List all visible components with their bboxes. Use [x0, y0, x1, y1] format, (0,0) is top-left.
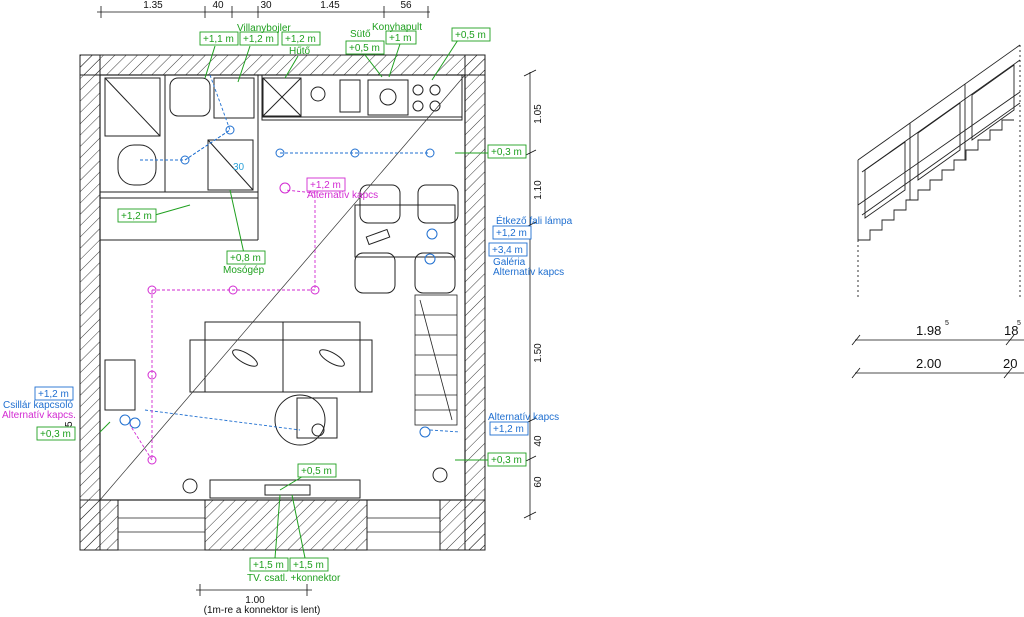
label-bojler-height-2: +1,2 m [243, 34, 274, 45]
label-socket-right-bottom: +0,3 m [491, 455, 522, 466]
label-alt-right-height: +1,2 m [493, 424, 524, 435]
dim-right-3: 1.50 [533, 343, 544, 363]
label-corner-socket-height: +0,5 m [455, 30, 486, 41]
label-galeria-height: +3,4 m [492, 245, 523, 256]
label-konyhapult: Konyhapult [372, 22, 422, 33]
label-bath-30: 30 [233, 162, 245, 173]
label-etkezo-lampa: Étkező fali lámpa [496, 214, 573, 227]
label-etkezo-height: +1,2 m [496, 228, 527, 239]
stair-dim-3: 2.00 [916, 356, 941, 371]
magenta-tag [306, 177, 346, 192]
label-bath-height: +1,2 m [121, 211, 152, 222]
dim-top-4: 1.45 [320, 0, 340, 11]
label-suto-height: +0,5 m [349, 43, 380, 54]
label-suto: Sütő [350, 29, 371, 40]
dim-top-5: 56 [400, 0, 412, 11]
label-socket-right-top: +0,3 m [491, 147, 522, 158]
stair-dim-1-sup: 5 [945, 320, 949, 327]
label-huto: Hűtő [289, 46, 311, 57]
bathroom-partitions [100, 75, 259, 241]
label-tv-socket: TV. csatl. +konnektor [247, 573, 341, 584]
windows [117, 499, 441, 551]
stair-dim-4: 20 [1003, 356, 1017, 371]
kitchen-counter [261, 74, 463, 121]
label-alt-right: Alternatív kapcs [488, 412, 559, 423]
dim-bottom-value: 1.00 [245, 595, 265, 606]
dim-right-5: 60 [533, 476, 544, 488]
dim-right-4: 40 [533, 435, 544, 447]
dim-top-3: 30 [260, 0, 272, 11]
magenta-circuit-lines [129, 189, 316, 462]
sofa [189, 321, 373, 393]
label-alt-top-height: +1,2 m [310, 180, 341, 191]
blue-circuit-lines [140, 74, 461, 433]
building-walls [79, 54, 486, 551]
stair-dim-2-sup: 5 [1017, 320, 1021, 327]
dim-right-1: 1.05 [533, 104, 544, 124]
label-tv-height-2: +1,5 m [293, 560, 324, 571]
right-dimension-line [523, 69, 537, 520]
label-socket-tv-top: +0,5 m [301, 466, 332, 477]
blue-tags [34, 225, 532, 436]
label-villanybojler: Villanybojler [237, 23, 291, 34]
staircase-plan [414, 294, 458, 426]
label-tv-height-1: +1,5 m [253, 560, 284, 571]
blue-fixtures [119, 125, 438, 438]
stair-section-dimensions [851, 334, 1024, 379]
dim-bottom-note: (1m-re a konnektor is lent) [204, 605, 321, 616]
magenta-fixtures [147, 182, 320, 465]
label-huto-height: +1,2 m [285, 34, 316, 45]
dim-top-1: 1.35 [143, 0, 163, 11]
label-galeria-alternativ: Alternatív kapcs [493, 267, 564, 278]
label-chandelier-switch: Csillár kapcsoló [3, 400, 73, 411]
stair-section-drawing [857, 44, 1021, 300]
label-mosogep: Mosógép [223, 265, 265, 276]
green-tags [36, 27, 527, 572]
label-mosogep-height: +0,8 m [230, 253, 261, 264]
label-konyhapult-height: +1 m [389, 33, 412, 44]
bottom-dimension-line [196, 584, 312, 596]
label-alt-top: Alternatív kapcs [307, 190, 378, 201]
dim-top-2: 40 [212, 0, 224, 11]
section-diagonal [99, 74, 466, 501]
label-bojler-height-1: +1,1 m [203, 34, 234, 45]
label-galeria: Galéria [493, 257, 526, 268]
label-chandelier-height: +1,2 m [38, 389, 69, 400]
dim-right-2: 1.10 [533, 180, 544, 200]
top-dimension-line [97, 6, 430, 18]
stair-dim-1: 1.98 [916, 323, 941, 338]
stair-dim-2: 18 [1004, 323, 1018, 338]
green-leader-lines [99, 39, 488, 559]
label-socket-left: +0,3 m [40, 429, 71, 440]
coffee-table-tv-unit [104, 359, 448, 499]
dining-set [354, 184, 459, 294]
label-alt-left: Alternatív kapcs. [2, 410, 76, 421]
